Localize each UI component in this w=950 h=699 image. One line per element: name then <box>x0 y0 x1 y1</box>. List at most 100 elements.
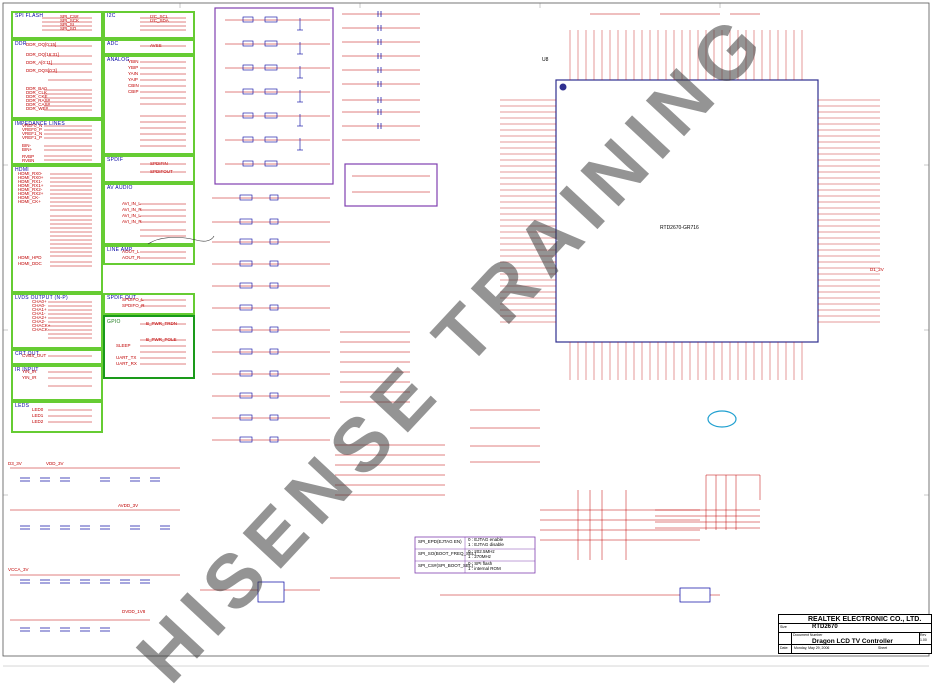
cap-column-symbols <box>377 11 382 129</box>
net-label: YIN_IR <box>22 375 37 380</box>
sheet-label: Sheet <box>878 646 888 650</box>
option-table-text: SPI_SO(BOOT_FREQ_SEL) <box>418 551 477 556</box>
net-label: CBIP <box>128 89 139 94</box>
net-label: CHA0+ <box>32 299 47 304</box>
net-label: HDMI_DDC <box>18 261 42 266</box>
net-label: DDR_CKE <box>26 94 48 99</box>
net-label: DDR_A[0:11] <box>26 60 53 65</box>
reset-ic <box>257 581 285 603</box>
net-label: SPI_SO <box>60 26 77 31</box>
net-label: SPDIFOUT <box>150 169 173 174</box>
group-label-spi-flash: SPI FLASH <box>15 13 44 19</box>
mid-net-stubs <box>140 17 186 365</box>
net-label: B_PWR_POLE <box>146 337 177 342</box>
net-label: DDR_CAS# <box>26 102 51 107</box>
net-label: CHA1- <box>32 311 46 316</box>
audio-filter-box <box>344 163 438 207</box>
company-name: REALTEK ELECTRONIC CO., LTD. <box>808 616 922 623</box>
net-label: SPDIFO_R <box>122 303 145 308</box>
net-label: DDR_CLK <box>26 90 48 95</box>
net-label: CHA2- <box>32 319 46 324</box>
title-block <box>778 614 932 654</box>
net-label: BIN- <box>22 143 31 148</box>
ic-part-label: RTD2670-GR716 <box>660 225 699 231</box>
hdmi-net-stubs <box>48 173 92 423</box>
group-label-hdmi: HDMI <box>15 167 29 173</box>
ic-ref-label: U8 <box>542 57 549 63</box>
net-label: VREF1_P <box>22 135 43 140</box>
date-value: Monday, May 29, 2006 <box>794 646 830 650</box>
rev-label: Rev <box>920 633 927 637</box>
highlight-ellipse <box>707 410 737 428</box>
net-label: AVI_IN_L <box>122 201 141 206</box>
group-label-i2c: I2C <box>107 13 116 19</box>
net-label: AVI_IN_R <box>122 219 142 224</box>
net-label: I2C_SCL <box>150 14 169 19</box>
analog-filter-box <box>214 7 334 185</box>
ic-pin-lines <box>569 30 803 380</box>
center-cap-wires <box>335 331 540 496</box>
net-label: AOUT_L <box>122 249 140 254</box>
net-label: AVI_IN_L <box>122 213 141 218</box>
net-label: VREF0_P <box>22 127 43 132</box>
net-label: LED2 <box>32 419 44 424</box>
power-net-label: VDD_3V <box>46 461 64 466</box>
option-table-text: 0 : EJTAG enable <box>468 537 504 542</box>
net-label: B_PWR_TRDN <box>146 321 178 326</box>
net-label: CHA2+ <box>32 315 47 320</box>
group-label-adc: ADC <box>107 41 119 47</box>
net-label: DDR_BA0 <box>26 86 47 91</box>
net-label: UART_RX <box>116 361 137 366</box>
ic-left-pins <box>500 99 556 323</box>
net-label: LED1 <box>32 413 44 418</box>
rev-value: 1.00 <box>920 638 927 642</box>
net-label: AVSS <box>150 43 162 48</box>
group-label-impedance: IMPEDANCE LINES <box>15 121 66 127</box>
net-label: YBIN <box>128 59 139 64</box>
filter-components <box>242 16 303 167</box>
cap-column-wires <box>342 13 420 141</box>
ic-pin1-marker <box>559 83 567 91</box>
power-net-label: DVDD_1V8 <box>122 609 146 614</box>
net-label: AOUT_R <box>122 255 141 260</box>
net-label: CBIN <box>128 83 139 88</box>
net-label: DDR_DQ[0:15] <box>26 42 57 47</box>
hand-sketch-line <box>147 235 215 245</box>
ic-right-pins <box>818 99 880 323</box>
net-label: CHA1+ <box>32 307 47 312</box>
net-label: YBIP <box>128 65 139 70</box>
net-label: HDMI_CK+ <box>18 199 41 204</box>
net-label: HDMI_RX1- <box>18 179 43 184</box>
net-label: YAIP <box>128 77 138 82</box>
schematic-drawing <box>2 2 930 667</box>
net-label: SPI_CS# <box>60 14 79 19</box>
bead-ladder-components <box>239 194 279 443</box>
option-table-text: SPI_EPD(EJTAG EN) <box>418 539 462 544</box>
net-label: I2C_SDA <box>150 18 169 23</box>
net-label: SPDIFIN <box>150 161 168 166</box>
option-table-text: 1 : 270MHz <box>468 554 492 559</box>
net-label: DDR_RAS# <box>26 98 51 103</box>
group-label-gpio: GPIO <box>107 319 121 325</box>
net-label: YAIN <box>128 71 139 76</box>
net-label: LED0 <box>32 407 44 412</box>
mid-green-boxes <box>103 11 195 315</box>
net-label: HDMI_RX2+ <box>18 191 44 196</box>
bottom-caps <box>20 477 170 632</box>
schematic-sheet: SPI FLASH DDR IMPEDANCE LINES HDMI LVDS … <box>2 0 932 699</box>
net-label: DDR_WE# <box>26 106 49 111</box>
net-label: CHA0- <box>32 303 46 308</box>
option-table-text: 1 : internal ROM <box>468 566 501 571</box>
option-table-box <box>414 536 536 574</box>
option-table-text: 0 : 202.5MHz <box>468 549 495 554</box>
filter-wires <box>225 19 330 165</box>
crystal <box>679 587 711 603</box>
title-label: Size <box>780 625 787 629</box>
power-net-label: AVDD_3V <box>118 503 139 508</box>
group-label-analog: ANALOG <box>107 57 130 63</box>
drawing-subtitle: Dragon LCD TV Controller <box>812 638 893 645</box>
group-label-line-amp: LINE AMP <box>107 247 133 253</box>
group-label-lvds: LVDS OUTPUT (N-P) <box>15 295 68 301</box>
left-green-boxes <box>11 11 103 433</box>
net-label: SPI_SCK <box>60 18 80 23</box>
